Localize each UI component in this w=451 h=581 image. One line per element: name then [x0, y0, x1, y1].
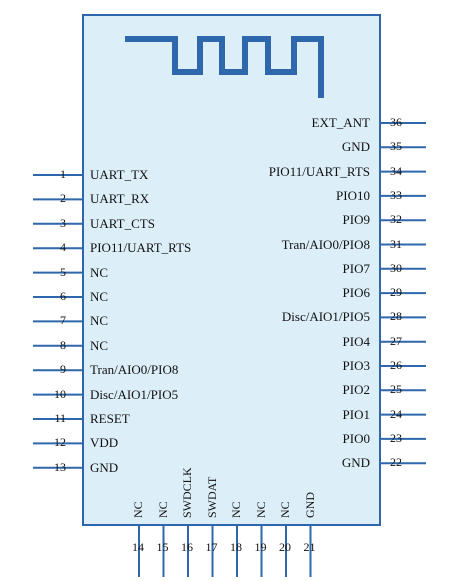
pin-number: 30 — [390, 260, 402, 275]
pin-label: EXT_ANT — [311, 115, 371, 130]
pin-number: 8 — [60, 337, 66, 352]
pin-number: 27 — [390, 333, 402, 348]
pin-number: 3 — [60, 215, 66, 230]
pin-number: 22 — [390, 455, 402, 470]
pin-number: 24 — [390, 406, 402, 421]
pin-label: NC — [90, 289, 109, 304]
pin-lines — [33, 122, 426, 577]
pin-number: 12 — [54, 435, 66, 450]
pin-number: 23 — [390, 430, 402, 445]
pin-label-vertical: NC — [155, 501, 170, 518]
pin-number: 11 — [54, 411, 66, 425]
pin-label: UART_CTS — [90, 215, 155, 231]
pin-number: 9 — [60, 362, 66, 377]
pin-label: NC — [90, 337, 109, 353]
pin-number: 33 — [390, 187, 402, 202]
pin-number: 35 — [390, 139, 402, 154]
pin-number: 10 — [54, 386, 66, 401]
pin-label-vertical: NC — [278, 501, 292, 518]
pin-label: GND — [90, 459, 119, 475]
pin-number: 15 — [156, 540, 169, 554]
pin-label-vertical: NC — [253, 501, 268, 518]
pin-number: 13 — [54, 459, 66, 474]
pin-number: 29 — [390, 285, 402, 300]
pin-label: RESET — [90, 411, 130, 426]
pin-label: PIO10 — [336, 187, 370, 203]
pin-label: VDD — [90, 435, 119, 451]
pin-number: 16 — [181, 540, 193, 554]
pin-number: 5 — [60, 264, 66, 279]
pin-number: 34 — [390, 163, 402, 178]
pin-number: 2 — [60, 191, 66, 206]
pin-number: 36 — [390, 115, 402, 129]
antenna-trace — [125, 36, 324, 98]
pin-label: PIO7 — [342, 260, 370, 276]
pin-label: PIO11/UART_RTS — [90, 240, 192, 256]
pin-label: GND — [341, 455, 370, 471]
pin-label-vertical: SWDAT — [204, 476, 219, 518]
pin-label: NC — [90, 264, 109, 280]
pin-label: PIO1 — [342, 406, 370, 422]
pin-label: PIO6 — [342, 285, 370, 301]
pin-label: Tran/AIO0/PIO8 — [90, 362, 179, 378]
pin-label: Tran/AIO0/PIO8 — [281, 236, 370, 252]
pin-number: 28 — [390, 309, 402, 324]
pin-number: 6 — [60, 289, 66, 303]
pin-label-vertical: NC — [131, 501, 145, 518]
pin-label: PIO9 — [342, 212, 370, 228]
pin-label: Disc/AIO1/PIO5 — [90, 386, 179, 402]
pin-number: 7 — [60, 313, 66, 328]
pin-number: 31 — [390, 236, 402, 251]
pin-label: PIO11/UART_RTS — [268, 163, 370, 179]
pin-label: UART_RX — [90, 191, 150, 207]
pin-number: 21 — [303, 540, 316, 554]
pin-label: PIO3 — [342, 358, 370, 373]
pin-number: 26 — [390, 358, 402, 372]
pin-label-vertical: SWDCLK — [180, 467, 194, 518]
pin-number: 25 — [390, 382, 402, 397]
pin-number: 19 — [254, 540, 267, 554]
pin-label-vertical: NC — [229, 501, 243, 518]
module-body — [82, 14, 381, 526]
pin-number: 14 — [132, 540, 144, 554]
pin-number: 20 — [279, 540, 291, 554]
pin-label: GND — [341, 139, 370, 155]
pin-number: 18 — [230, 540, 242, 554]
pin-label: PIO0 — [342, 430, 370, 446]
pin-label: PIO4 — [342, 333, 370, 349]
pin-number: 17 — [205, 540, 218, 554]
pin-number: 32 — [390, 212, 402, 227]
pin-label: PIO2 — [342, 382, 370, 398]
pin-label-vertical: GND — [302, 492, 317, 518]
pin-label: UART_TX — [90, 167, 149, 182]
pin-number: 4 — [60, 240, 66, 255]
pin-label: NC — [90, 313, 109, 329]
pin-label: Disc/AIO1/PIO5 — [281, 309, 370, 325]
pin-number: 1 — [60, 167, 66, 181]
